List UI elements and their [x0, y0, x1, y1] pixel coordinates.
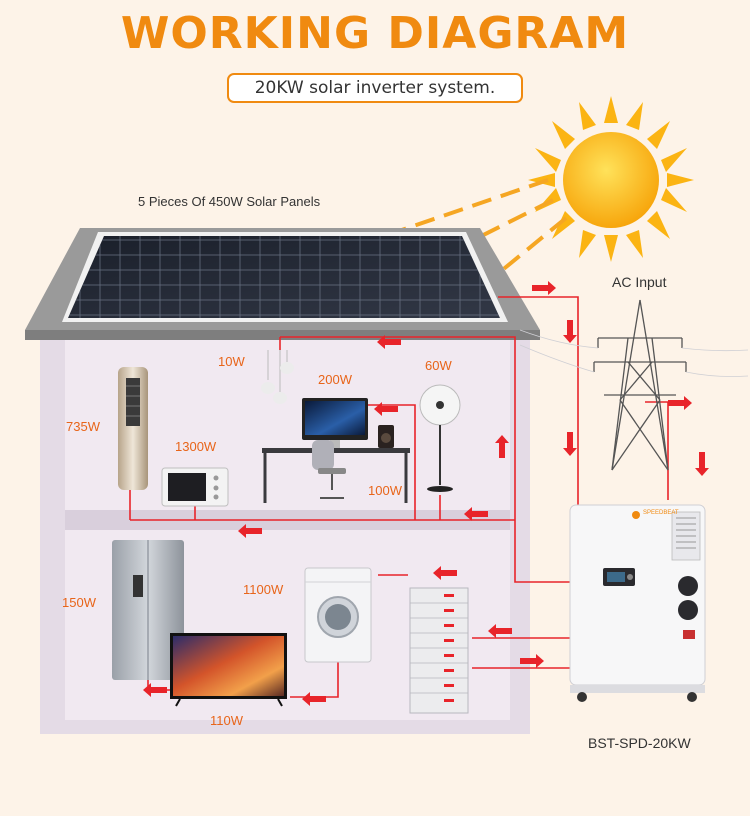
sun-icon	[528, 96, 694, 262]
speaker-icon	[378, 425, 394, 448]
fan-wattage-label: 60W	[425, 358, 452, 373]
air-conditioner-wattage-label: 735W	[66, 419, 100, 434]
inverter-unit	[569, 504, 706, 702]
inverter-model-label: BST-SPD-20KW	[588, 735, 691, 751]
computer-icon	[302, 398, 368, 448]
washing-machine-wattage-label: 1100W	[243, 582, 284, 597]
power-lines	[519, 329, 749, 377]
inverter-brand-label: SPEEDBEAT	[643, 510, 679, 516]
air-conditioner-icon	[118, 367, 148, 490]
desk-icon	[262, 448, 410, 503]
washing-machine-icon	[304, 567, 372, 663]
flow-arrows	[143, 281, 709, 706]
tv-wattage-label: 110W	[210, 713, 243, 728]
lamp-wattage-label: 10W	[218, 354, 245, 369]
battery-rack	[409, 587, 469, 714]
transmission-tower	[593, 299, 687, 471]
page-subtitle: 20KW solar inverter system.	[227, 73, 523, 103]
fan-icon	[419, 384, 461, 492]
sun-rays	[351, 178, 568, 305]
speaker-wattage-label: 100W	[368, 483, 402, 498]
microwave-wattage-label: 1300W	[175, 439, 217, 454]
refrigerator-wattage-label: 150W	[62, 595, 96, 610]
solar-panels-label: 5 Pieces Of 450W Solar Panels	[138, 194, 321, 209]
microwave-icon	[161, 467, 229, 507]
office-chair-icon	[312, 440, 346, 499]
ac-input-label: AC Input	[612, 274, 667, 290]
refrigerator-icon	[112, 540, 184, 680]
tv-icon	[170, 633, 287, 707]
computer-wattage-label: 200W	[318, 372, 352, 387]
ceiling-lamp-icon	[261, 350, 294, 404]
page-title: WORKING DIAGRAM	[120, 8, 630, 59]
solar-panel	[62, 232, 508, 322]
